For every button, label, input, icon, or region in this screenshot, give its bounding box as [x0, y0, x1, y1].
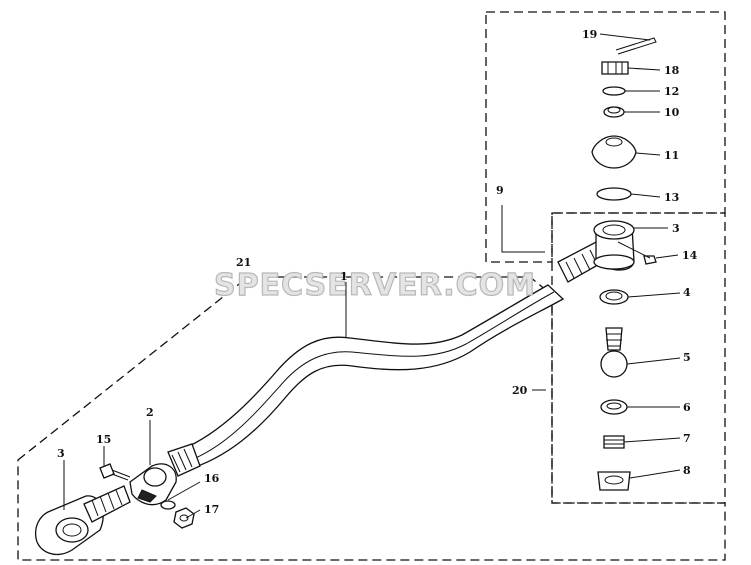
callout-6: 6: [683, 401, 691, 414]
callout-5: 5: [683, 351, 691, 364]
callout-16: 16: [204, 472, 220, 485]
left-ball-joint-housing: [34, 485, 131, 555]
callout-12: 12: [664, 85, 679, 98]
callout-4: 4: [683, 286, 691, 299]
ball-stud: [600, 327, 628, 378]
callout-19: 19: [582, 28, 597, 41]
callout-11: 11: [664, 149, 679, 162]
right-ball-joint-housing: [593, 220, 635, 271]
callout-21: 21: [236, 256, 251, 269]
callout-2: 2: [146, 406, 154, 419]
snap-ring: [602, 86, 626, 96]
left-threaded-end: [167, 443, 201, 477]
end-cap: [597, 471, 631, 491]
clamp: [129, 463, 177, 506]
group-9-bracket: [501, 205, 545, 253]
callout-1: 1: [340, 270, 348, 283]
seal-ring: [603, 106, 625, 118]
lower-bearing-seat: [600, 399, 628, 415]
watermark: SPECSERVER.COM: [214, 268, 536, 303]
tie-rod-tube: [174, 284, 565, 471]
tie-rod-tube-edge: [185, 291, 555, 463]
assembly-boundary-9: [485, 11, 726, 263]
assembly-boundary-21: [17, 276, 726, 561]
callout-17: 17: [204, 503, 219, 516]
callout-8: 8: [683, 464, 691, 477]
callout-14: 14: [682, 249, 698, 262]
grease-nipple: [643, 255, 657, 265]
callout-13: 13: [664, 191, 679, 204]
o-ring: [596, 187, 632, 201]
callout-3-left: 3: [57, 447, 65, 460]
spring: [603, 435, 625, 449]
callout-15: 15: [96, 433, 111, 446]
callout-7: 7: [683, 432, 691, 445]
dust-cover: [591, 135, 637, 169]
bearing-seat: [599, 289, 629, 305]
callout-3-right: 3: [672, 222, 680, 235]
castle-nut: [601, 61, 629, 75]
callout-20: 20: [512, 384, 528, 397]
leader-lines: [63, 33, 681, 519]
clamp-bolt: [99, 463, 131, 481]
cotter-pin: [615, 37, 657, 55]
callout-9: 9: [496, 184, 504, 197]
nut: [173, 507, 195, 529]
callout-10: 10: [664, 106, 680, 119]
washer: [160, 500, 176, 510]
callout-18: 18: [664, 64, 680, 77]
